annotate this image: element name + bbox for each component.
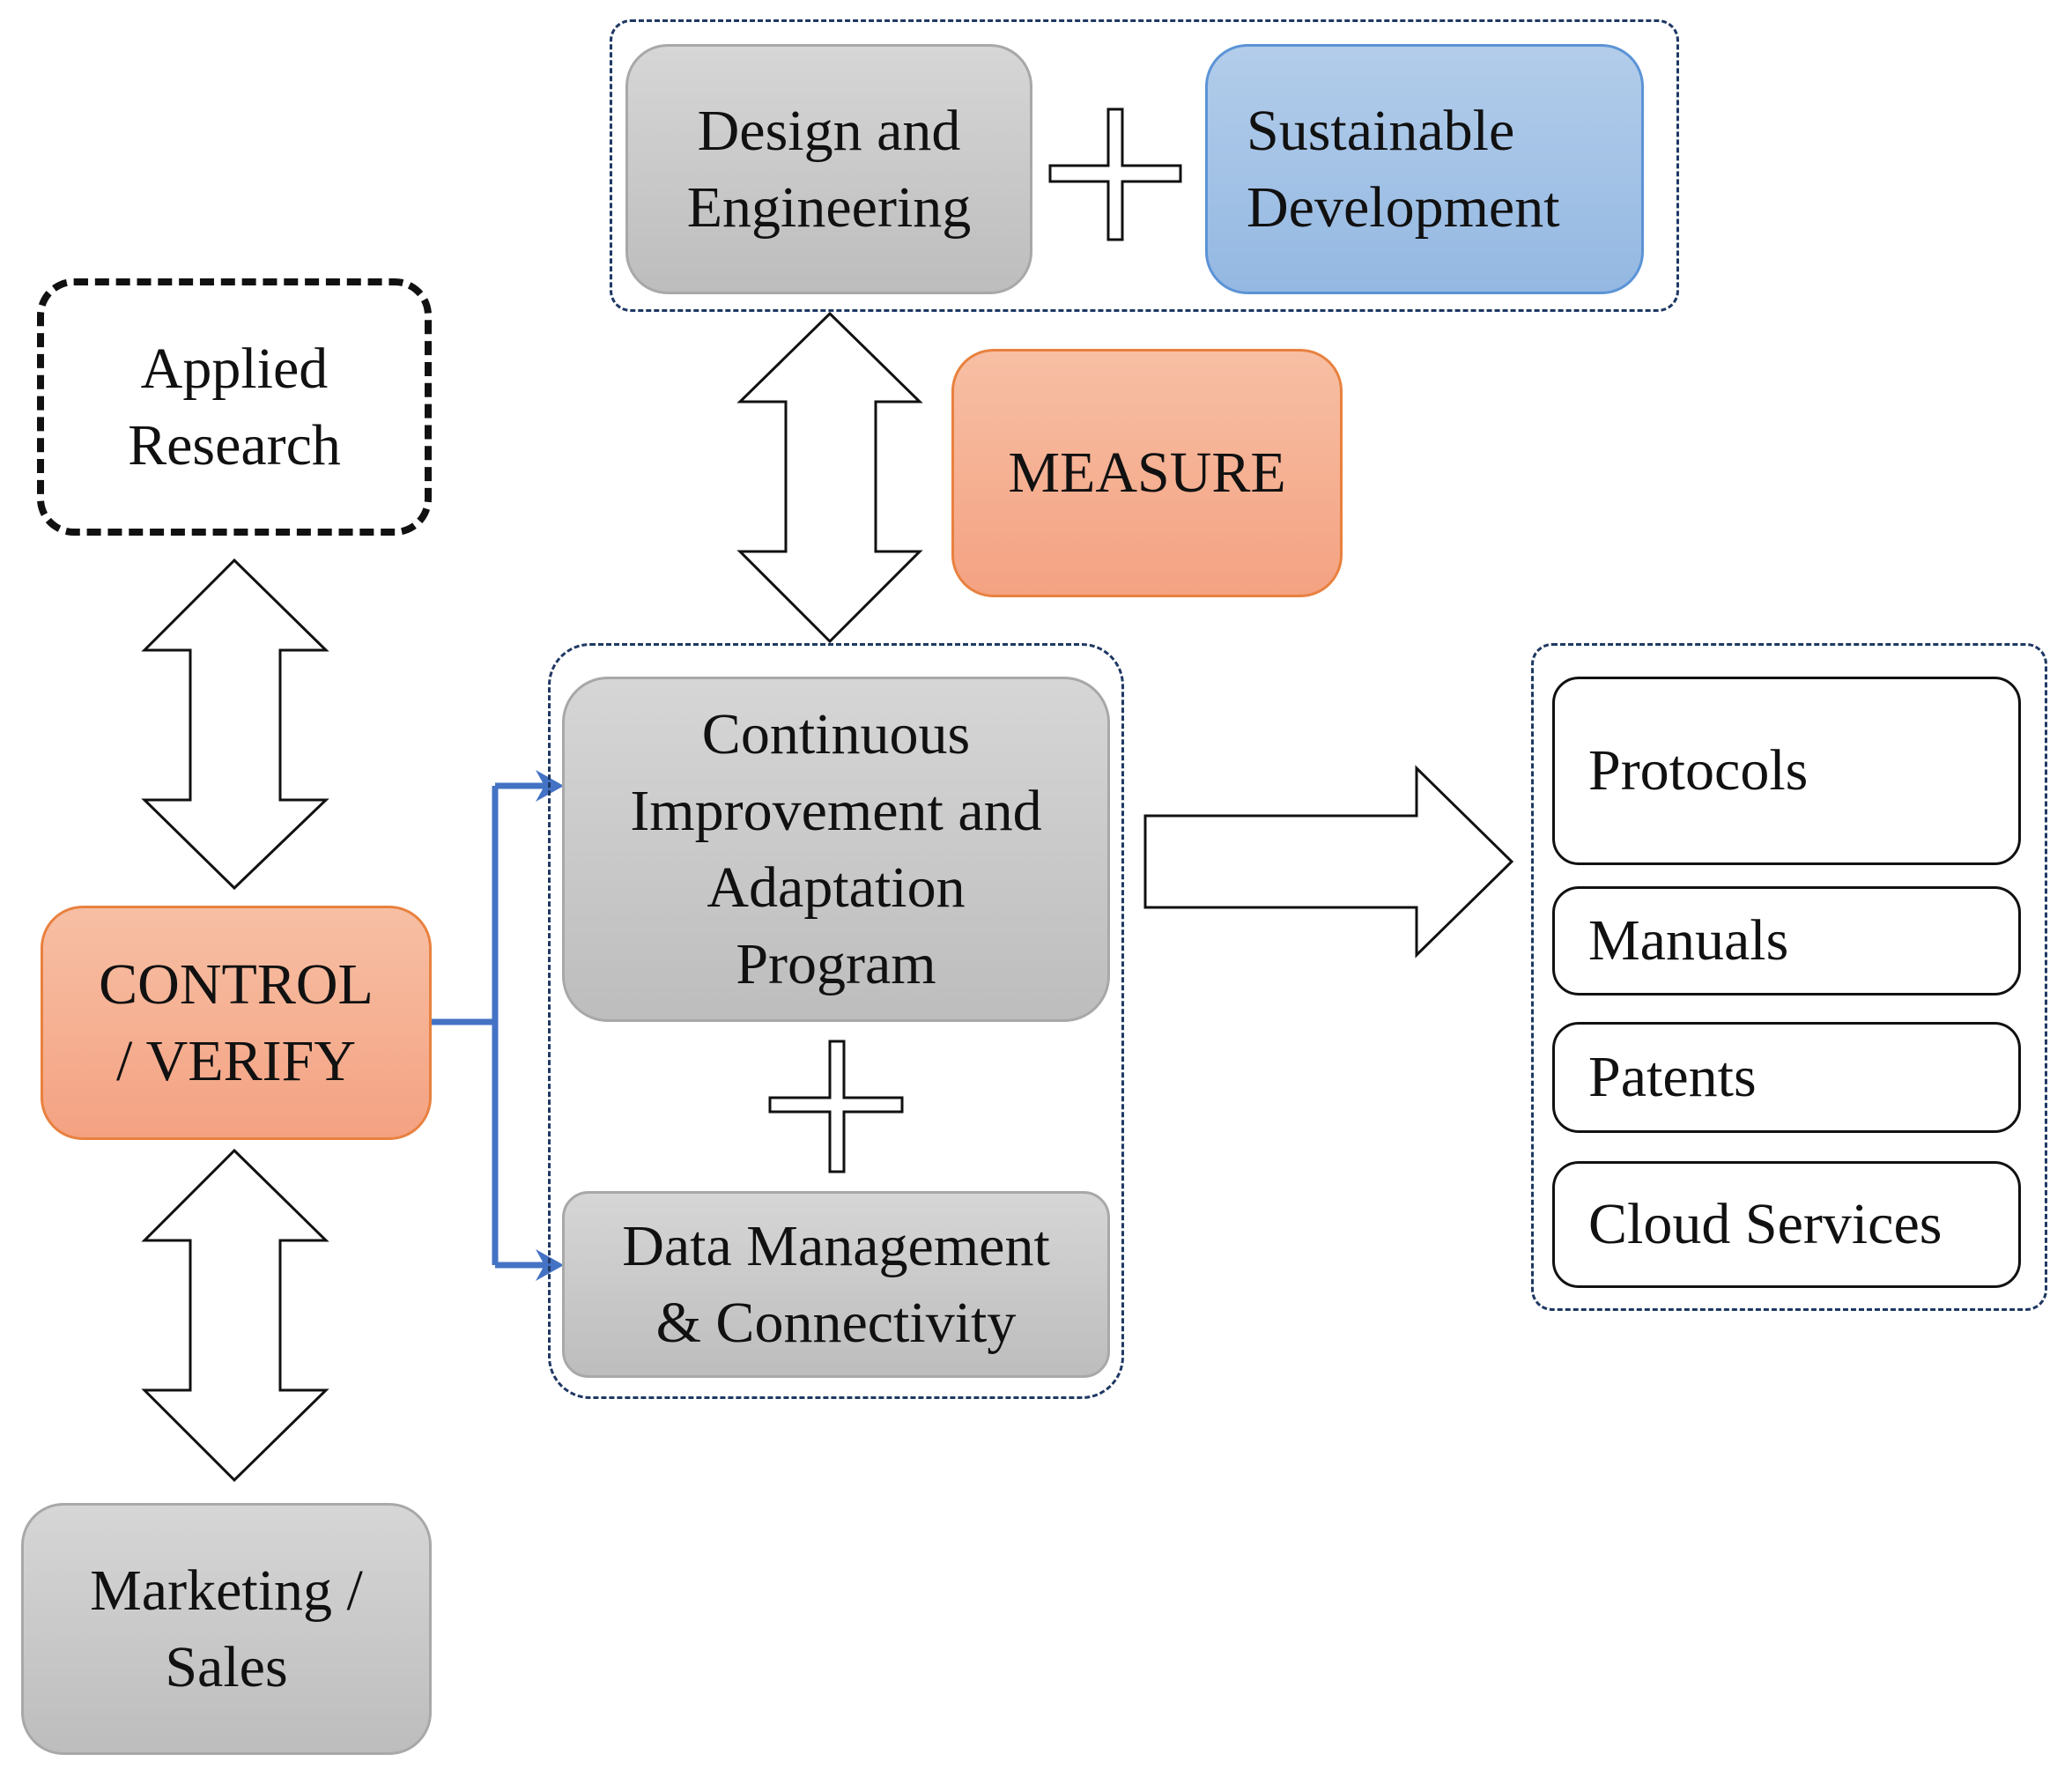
measure-box: MEASURE (951, 349, 1343, 597)
continuous-improvement-box: Continuous Improvement and Adaptation Pr… (562, 677, 1110, 1022)
double-arrow-icon (141, 1148, 329, 1483)
applied-research-box: Applied Research (37, 278, 432, 536)
plus-icon (1048, 107, 1182, 241)
continuous-improvement-line4: Program (736, 932, 936, 997)
continuous-improvement-line1: Continuous (701, 701, 971, 766)
output-manuals: Manuals (1552, 886, 2021, 996)
right-arrow-icon (1143, 765, 1514, 959)
double-arrow-icon (141, 558, 329, 891)
output-manuals-label: Manuals (1588, 908, 1789, 973)
output-cloud-services: Cloud Services (1552, 1161, 2021, 1288)
control-verify-line1: CONTROL (99, 951, 374, 1017)
output-patents-label: Patents (1588, 1045, 1757, 1110)
design-sustainable-group-frame (610, 19, 1679, 312)
data-management-line1: Data Management (622, 1213, 1050, 1278)
continuous-improvement-line3: Adaptation (707, 855, 966, 920)
control-verify-box: CONTROL / VERIFY (41, 906, 432, 1140)
control-verify-line2: / VERIFY (116, 1029, 356, 1093)
connector-arrow-icon (430, 782, 548, 1269)
marketing-sales-line1: Marketing / (90, 1558, 363, 1623)
sustainable-development-line1: Sustainable (1247, 98, 1515, 163)
sustainable-development-line2: Development (1247, 175, 1560, 240)
outputs-group-frame (1531, 643, 2047, 1311)
output-protocols: Protocols (1552, 677, 2021, 865)
program-group-frame (548, 643, 1124, 1399)
continuous-improvement-line2: Improvement and (630, 778, 1042, 843)
design-engineering-box: Design and Engineering (625, 44, 1032, 294)
design-engineering-line1: Design and (697, 98, 961, 163)
marketing-sales-line2: Sales (165, 1635, 288, 1699)
output-cloud-services-label: Cloud Services (1588, 1192, 1942, 1257)
plus-icon (768, 1040, 904, 1173)
output-protocols-label: Protocols (1588, 738, 1809, 803)
sustainable-development-box: Sustainable Development (1205, 44, 1644, 294)
applied-research-line2: Research (128, 413, 341, 477)
data-management-box: Data Management & Connectivity (562, 1191, 1110, 1378)
measure-label: MEASURE (1008, 440, 1286, 506)
marketing-sales-box: Marketing / Sales (21, 1503, 432, 1755)
data-management-line2: & Connectivity (655, 1291, 1017, 1355)
design-engineering-line2: Engineering (686, 175, 972, 240)
double-arrow-icon (736, 311, 923, 644)
applied-research-line1: Applied (140, 336, 329, 401)
output-patents: Patents (1552, 1022, 2021, 1133)
